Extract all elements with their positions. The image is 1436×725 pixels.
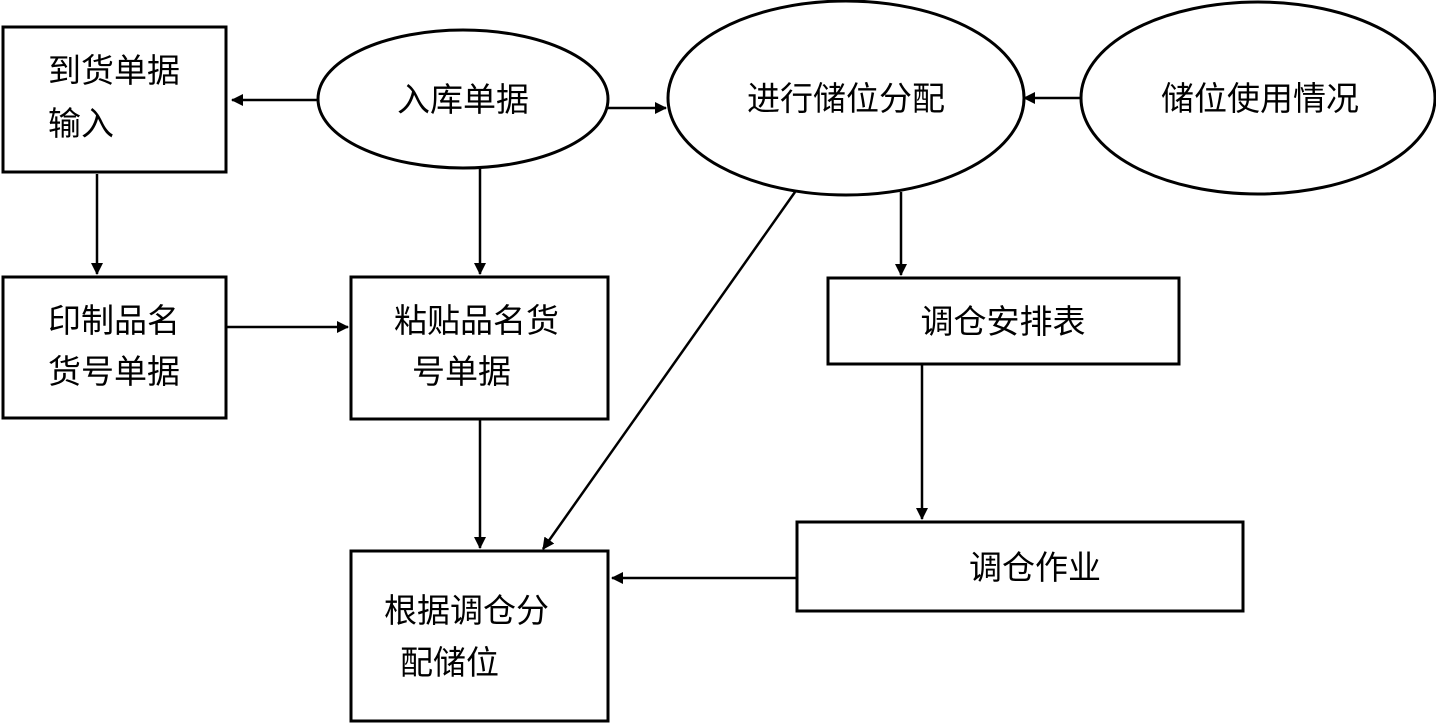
edges bbox=[91, 92, 1081, 584]
node-transfer-schedule: 调仓安排表 bbox=[826, 276, 1181, 366]
node-print-labels-box bbox=[1, 275, 228, 420]
node-transfer-operation-box bbox=[795, 520, 1245, 613]
node-label: 储位使用情况 bbox=[1161, 79, 1359, 118]
node-label: 入库单据 bbox=[397, 80, 529, 119]
node-print-labels: 印制品名 货号单据 bbox=[1, 275, 228, 420]
node-label: 调仓作业 bbox=[969, 548, 1101, 587]
node-arrival-input-box bbox=[1, 25, 228, 174]
node-label: 根据调仓分 bbox=[384, 591, 549, 630]
node-label: 货号单据 bbox=[48, 352, 180, 391]
node-label: 进行储位分配 bbox=[747, 79, 945, 118]
node-paste-labels: 粘贴品名货 号单据 bbox=[349, 275, 610, 421]
node-label: 粘贴品名货 bbox=[394, 301, 559, 340]
node-transfer-schedule-box bbox=[826, 276, 1181, 366]
node-arrival-input: 到货单据 输入 bbox=[1, 25, 228, 174]
node-assign-slots-box bbox=[349, 549, 610, 723]
node-paste-labels-box bbox=[349, 275, 610, 421]
node-slot-usage-ellipse bbox=[1079, 0, 1436, 196]
node-assign-slots: 根据调仓分 配储位 bbox=[349, 549, 610, 723]
node-slot-allocation-ellipse bbox=[666, 0, 1026, 197]
node-slot-usage: 储位使用情况 bbox=[1079, 0, 1436, 196]
node-label: 调仓安排表 bbox=[921, 302, 1086, 341]
node-slot-allocation: 进行储位分配 bbox=[666, 0, 1026, 197]
node-label: 配储位 bbox=[400, 643, 499, 682]
node-label: 输入 bbox=[48, 104, 114, 143]
node-warehouse-docs: 入库单据 bbox=[316, 28, 610, 170]
node-warehouse-docs-ellipse bbox=[316, 28, 610, 170]
node-transfer-operation: 调仓作业 bbox=[795, 520, 1245, 613]
edge-slot-allocation-to-assign-slots bbox=[541, 191, 797, 550]
node-label: 印制品名 bbox=[48, 301, 180, 340]
node-label: 号单据 bbox=[412, 352, 511, 391]
node-label: 到货单据 bbox=[48, 51, 180, 90]
